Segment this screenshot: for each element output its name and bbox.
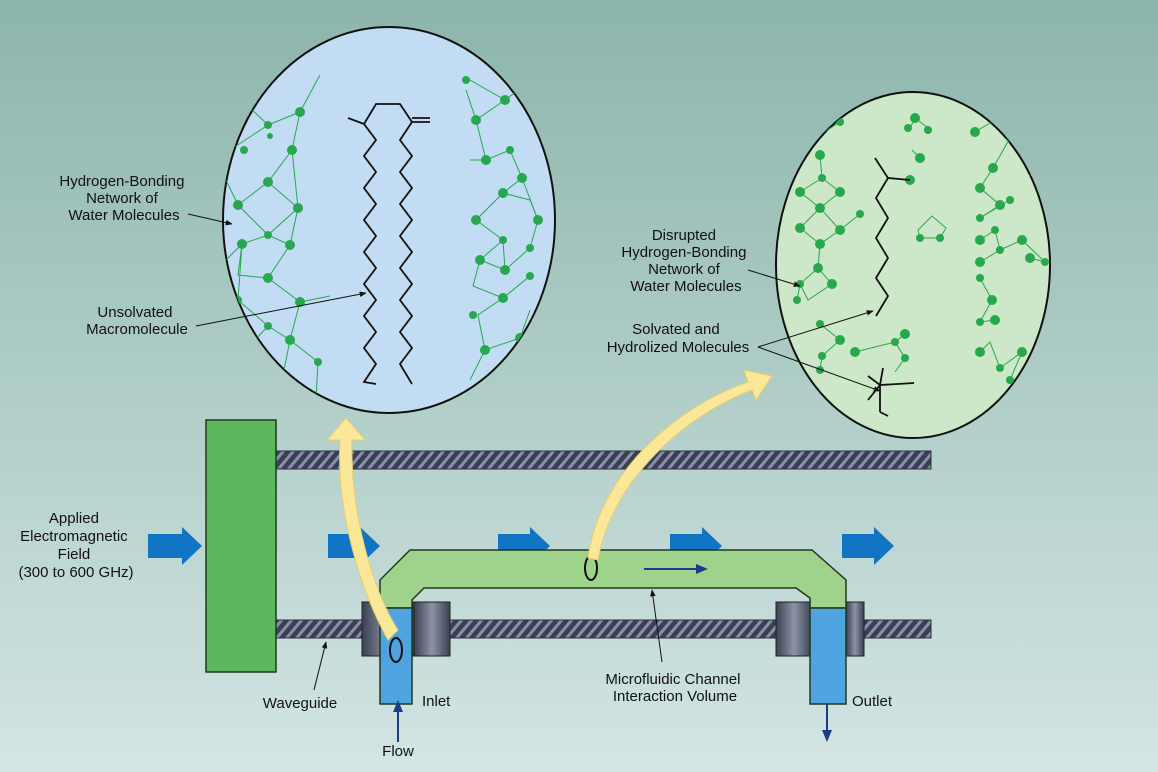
zoom-arrow-right [587, 369, 773, 561]
outlet-flow-arrow [822, 704, 832, 742]
unsolvated-label: Unsolvated Macromolecule [86, 304, 188, 338]
unsolvated-macromolecule [347, 103, 430, 385]
field-arrow [842, 527, 894, 565]
left-water-molecules [233, 76, 543, 366]
inlet-clamp-right [413, 601, 451, 657]
inlet-label: Inlet [422, 693, 451, 710]
applied-field-label: Applied Electromagnetic Field (300 to 60… [18, 510, 133, 581]
channel-label: Microfluidic Channel Interaction Volume [605, 671, 744, 705]
field-arrow [148, 527, 202, 565]
solvated-fragments [867, 157, 915, 417]
zoom-arrow-left [325, 417, 399, 641]
waveguide-top-rail [274, 450, 932, 470]
outlet-clamp-left [775, 601, 813, 657]
leader-lines [187, 213, 881, 691]
channel-flow-arrow [644, 564, 708, 574]
disrupted-label: Disrupted Hydrogen-Bonding Network of Wa… [621, 227, 750, 295]
outlet-clamp-right [845, 601, 865, 657]
inlet-flow-arrow [393, 700, 403, 742]
inlet-sample-ellipse [389, 637, 403, 663]
outlet-tube [809, 607, 847, 705]
hb-network-label: Hydrogen-Bonding Network of Water Molecu… [59, 173, 188, 224]
waveguide-label: Waveguide [263, 695, 338, 712]
outlet-label: Outlet [852, 693, 893, 710]
solvated-label: Solvated and Hydrolized Molecules [607, 321, 750, 356]
unsolvated-zoom-circle [222, 26, 556, 414]
field-applicator-block [205, 419, 277, 673]
flow-label: Flow [382, 743, 414, 760]
right-water-molecules [793, 113, 1049, 384]
